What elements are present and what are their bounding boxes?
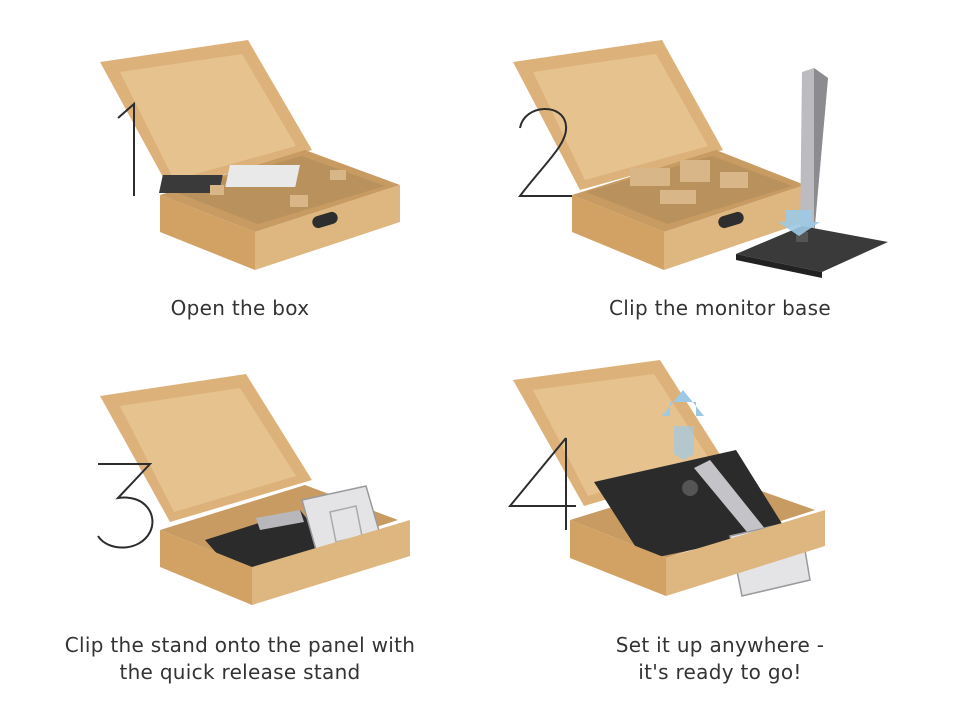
box-front: [666, 510, 825, 596]
step-number-4: [507, 437, 576, 507]
step-3-caption: Clip the stand onto the panel with the q…: [64, 633, 416, 684]
box-front: [252, 520, 410, 605]
step-1-caption: Open the box: [170, 296, 310, 320]
box-illustration: 2: [513, 40, 888, 278]
step-2: 2 Clip the monitor base: [480, 0, 960, 360]
monitor-stand-arm: [694, 460, 766, 538]
box-handle: [718, 211, 744, 229]
stand-illustration: [256, 510, 304, 530]
monitor-illustration: [594, 450, 786, 560]
step-4: 4 Set it up anywhere - it's ready to go!: [480, 360, 960, 720]
arrow-up-icon: [662, 390, 704, 416]
step-4-caption: Set it up anywhere - it's ready to go!: [615, 633, 825, 684]
step-number-1: [117, 101, 135, 196]
box-illustration: 4: [507, 360, 825, 597]
step-2-caption: Clip the monitor base: [609, 296, 831, 320]
box-side: [570, 520, 666, 596]
box-side: [160, 195, 255, 270]
step-3: 3 Clip the stand onto the panel with the…: [0, 360, 480, 720]
box-illustration: 3: [97, 374, 410, 605]
box-handle: [312, 211, 338, 229]
box-front: [255, 185, 400, 270]
box-illustration: 1: [100, 40, 400, 270]
step-number-3: [97, 463, 154, 549]
box-side: [160, 530, 252, 605]
monitor-base: [736, 226, 888, 272]
box-front: [664, 185, 805, 270]
step-1: 1 Open the box: [0, 0, 480, 360]
box-side: [572, 195, 664, 270]
step-number-2: [517, 108, 572, 197]
arrow-down-icon: [778, 210, 820, 236]
